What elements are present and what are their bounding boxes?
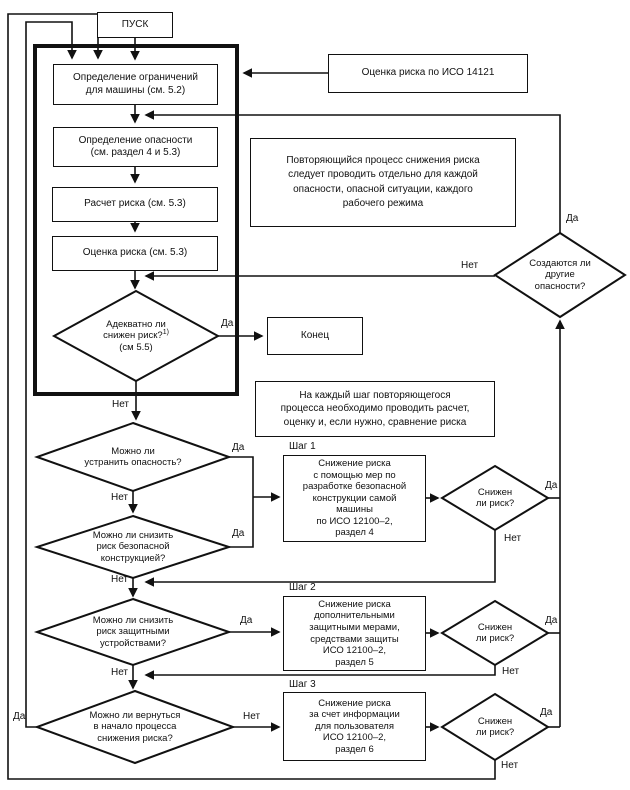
connector-design-yes [229,497,254,548]
edge-no-safe-design: Нет [110,574,128,585]
box-iso14121: Оценка риска по ИСО 14121 [328,54,528,93]
connector-eliminate-yes [229,456,254,497]
connector-reduced2-no [144,665,496,680]
edge-yes-other-hazards: Да [566,213,579,224]
edge-yes-reduced3: Да [540,707,553,718]
decision-other-hazards-shape [493,231,627,319]
edge-no-other-hazards: Нет [461,260,479,271]
box-risk-evaluation: Оценка риска (см. 5.3) [52,236,218,271]
box-step3: Снижение риска за счет информации для по… [283,692,426,761]
note-iterative-process: Повторяющийся процесс снижения риска сле… [250,138,516,227]
box-hazard-identification: Определение опасности (см. раздел 4 и 5.… [53,127,218,167]
decision-reduced1-shape [440,464,550,532]
decision-guards-shape [33,597,233,667]
box-end: Конец [267,317,363,355]
note-each-step: На каждый шаг повторяющегося процесса не… [255,381,495,437]
edge-yes-adequate: Да [221,318,234,329]
decision-safe-design-shape [33,514,233,580]
label-step1: Шаг 1 [289,441,316,452]
decision-adequate-shape [51,289,221,383]
edge-yes-reduced2: Да [545,615,558,626]
decision-return-shape [34,689,236,765]
connector-reduced1-no [144,530,496,587]
box-step1: Снижение риска с помощью мер по разработ… [283,455,426,542]
label-step2: Шаг 2 [289,582,316,593]
decision-eliminate-shape [34,421,232,493]
decision-reduced3-shape [440,692,550,762]
decision-reduced2-shape [440,599,550,667]
edge-no-eliminate: Нет [110,492,128,503]
edge-no-reduced1: Нет [504,533,522,544]
start-box: ПУСК [97,12,173,38]
connector-otherhazards-yes [144,110,561,233]
edge-yes-reduced1: Да [545,480,558,491]
edge-no-adequate: Нет [111,399,129,410]
edge-no-return: Нет [243,711,261,722]
edge-yes-eliminate: Да [232,442,245,453]
box-step2: Снижение риска дополнительными защитными… [283,596,426,671]
edge-no-guards: Нет [110,667,128,678]
edge-no-reduced2: Нет [502,666,520,677]
edge-yes-guards: Да [240,615,253,626]
connector-inner-loop [25,21,77,728]
box-risk-calculation: Расчет риска (см. 5.3) [52,187,218,222]
edge-yes-return: Да [13,711,26,722]
iterative-process-frame [33,44,239,396]
edge-yes-safe-design: Да [232,528,245,539]
edge-no-reduced3: Нет [501,760,519,771]
box-machine-limits: Определение ограничений для машины (см. … [53,64,218,105]
label-step3: Шаг 3 [289,679,316,690]
